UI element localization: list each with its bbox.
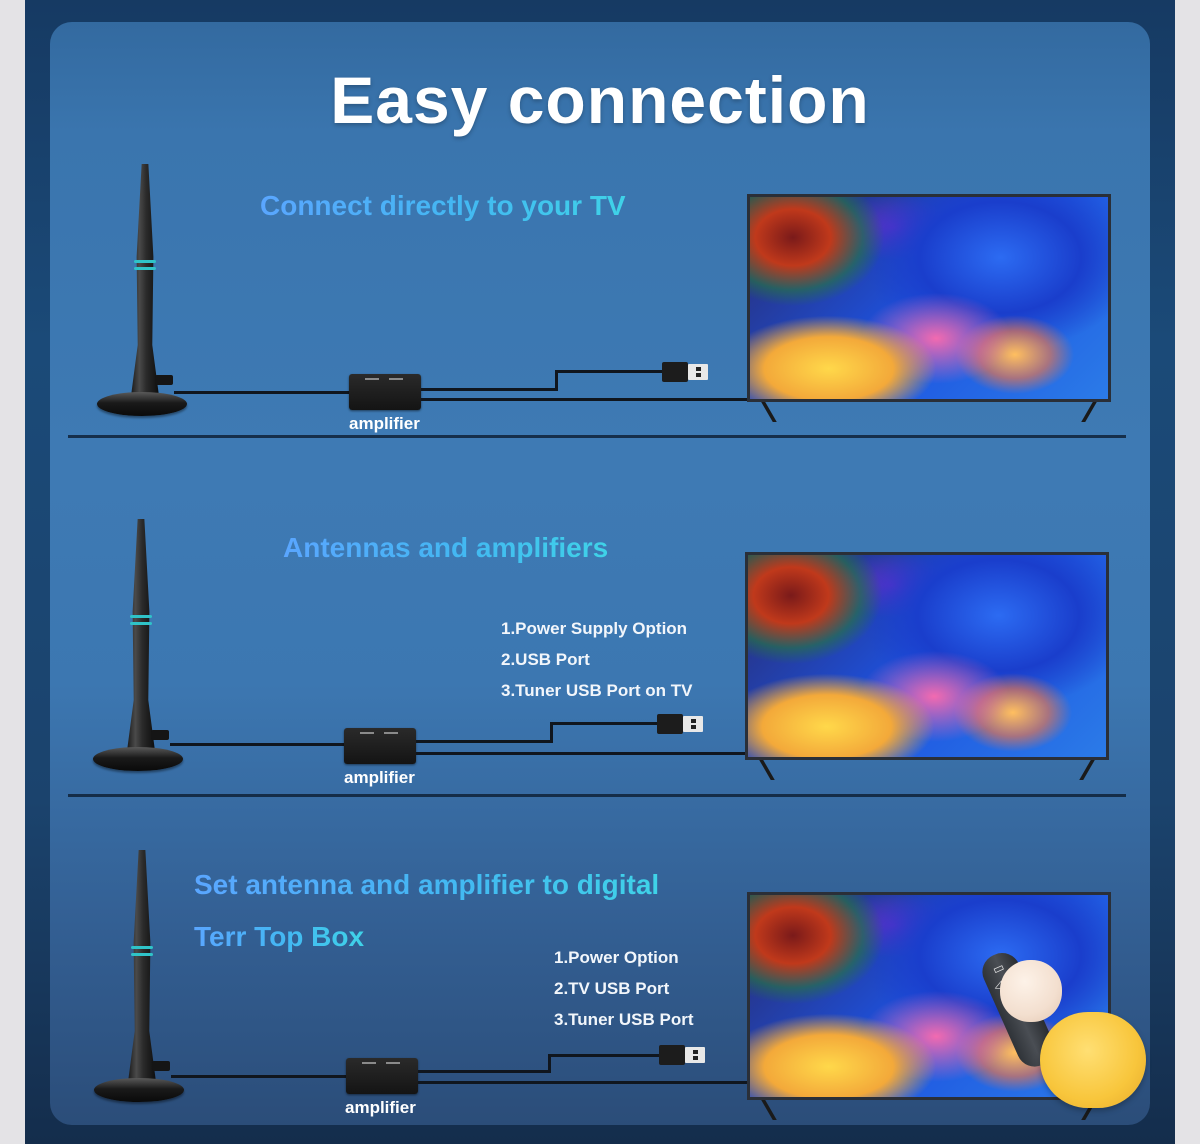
note-item: 3.Tuner USB Port	[554, 1010, 694, 1029]
note-item: 2.USB Port	[501, 650, 590, 669]
television-icon	[747, 194, 1111, 424]
tv-cable	[421, 398, 751, 401]
amplifier-box-icon	[344, 728, 416, 764]
section-subtitle: Terr Top Box	[194, 921, 365, 952]
section-divider	[68, 794, 1126, 797]
usb-plug-icon	[659, 1045, 705, 1065]
usb-plug-icon	[657, 714, 703, 734]
television-icon	[745, 552, 1109, 782]
coax-cable	[171, 1075, 347, 1078]
usb-cable	[418, 1070, 551, 1073]
hand-icon	[1000, 960, 1062, 1022]
amplifier-box-icon	[349, 374, 421, 410]
usb-cable	[421, 388, 558, 391]
coax-cable	[170, 743, 346, 746]
antenna-icon	[91, 519, 191, 781]
tv-cable	[418, 1081, 750, 1084]
note-item: 1.Power Supply Option	[501, 619, 688, 638]
amplifier-label: amplifier	[345, 1098, 416, 1117]
tv-cable	[416, 752, 748, 755]
usb-cable	[416, 740, 553, 743]
section-divider	[68, 435, 1126, 438]
usb-cable-upper	[550, 722, 658, 725]
usb-cable-bend	[555, 370, 558, 391]
tv-screen	[747, 194, 1111, 402]
usb-cable-upper	[555, 370, 663, 373]
page-title: Easy connection	[330, 63, 870, 137]
connection-notes: 1.Power Option 2.TV USB Port 3.Tuner USB…	[554, 942, 693, 1035]
usb-cable-upper	[548, 1054, 660, 1057]
note-item: 2.TV USB Port	[554, 979, 670, 998]
usb-cable-bend	[550, 722, 553, 743]
usb-cable-bend	[548, 1054, 551, 1073]
amplifier-label: amplifier	[344, 768, 415, 787]
antenna-icon	[92, 850, 192, 1112]
connection-notes: 1.Power Supply Option 2.USB Port 3.Tuner…	[501, 613, 692, 706]
note-item: 3.Tuner USB Port on TV	[501, 681, 693, 700]
usb-plug-icon	[662, 362, 708, 382]
amplifier-label: amplifier	[349, 414, 420, 433]
section-title: Set antenna and amplifier to digital	[194, 869, 660, 900]
tv-screen	[745, 552, 1109, 760]
section-title: Antennas and amplifiers	[283, 532, 609, 563]
sleeve-icon	[1040, 1012, 1146, 1108]
antenna-icon	[95, 164, 195, 426]
section-title: Connect directly to your TV	[260, 190, 626, 221]
infographic-panel: Easy connection Connect directly to your…	[50, 22, 1150, 1125]
coax-cable	[174, 391, 350, 394]
amplifier-box-icon	[346, 1058, 418, 1094]
note-item: 1.Power Option	[554, 948, 679, 967]
